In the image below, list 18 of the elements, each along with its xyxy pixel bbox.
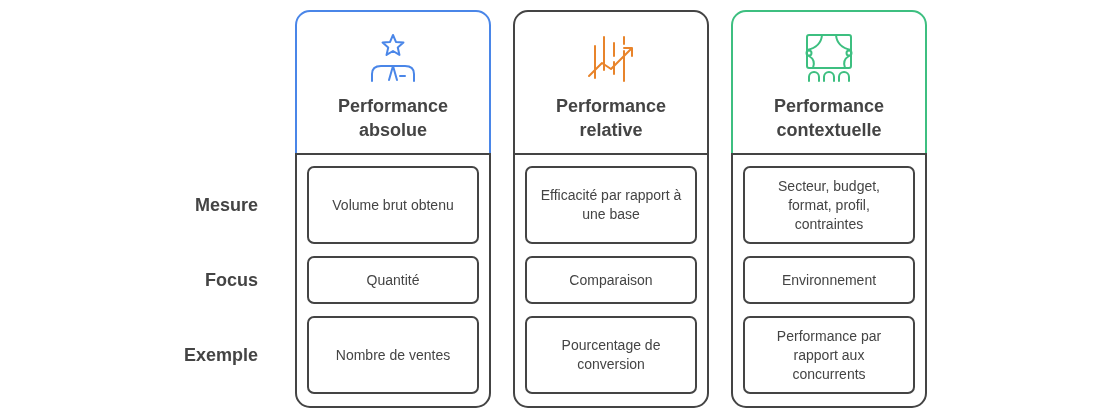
value-box: Nombre de ventes	[307, 316, 479, 394]
column-panel	[731, 10, 927, 408]
value-box: Volume brut obtenu	[307, 166, 479, 244]
value-box: Quantité	[307, 256, 479, 304]
value-box: Pourcentage de conversion	[525, 316, 697, 394]
column-title: Performance absolue	[337, 95, 449, 142]
row-label: Focus	[205, 269, 258, 292]
row-label: Exemple	[183, 344, 258, 367]
value-box: Comparaison	[525, 256, 697, 304]
row-label: Mesure	[194, 194, 258, 217]
value-box: Efficacité par rapport à une base	[525, 166, 697, 244]
column-panel	[295, 10, 491, 408]
column-title: Performance relative	[555, 95, 667, 142]
value-box: Secteur, budget, format, profil, contraintes	[743, 166, 915, 244]
column-title: Performance contextuelle	[773, 95, 885, 142]
value-box: Environnement	[743, 256, 915, 304]
column-panel	[513, 10, 709, 408]
value-box: Performance par rapport aux concurrents	[743, 316, 915, 394]
